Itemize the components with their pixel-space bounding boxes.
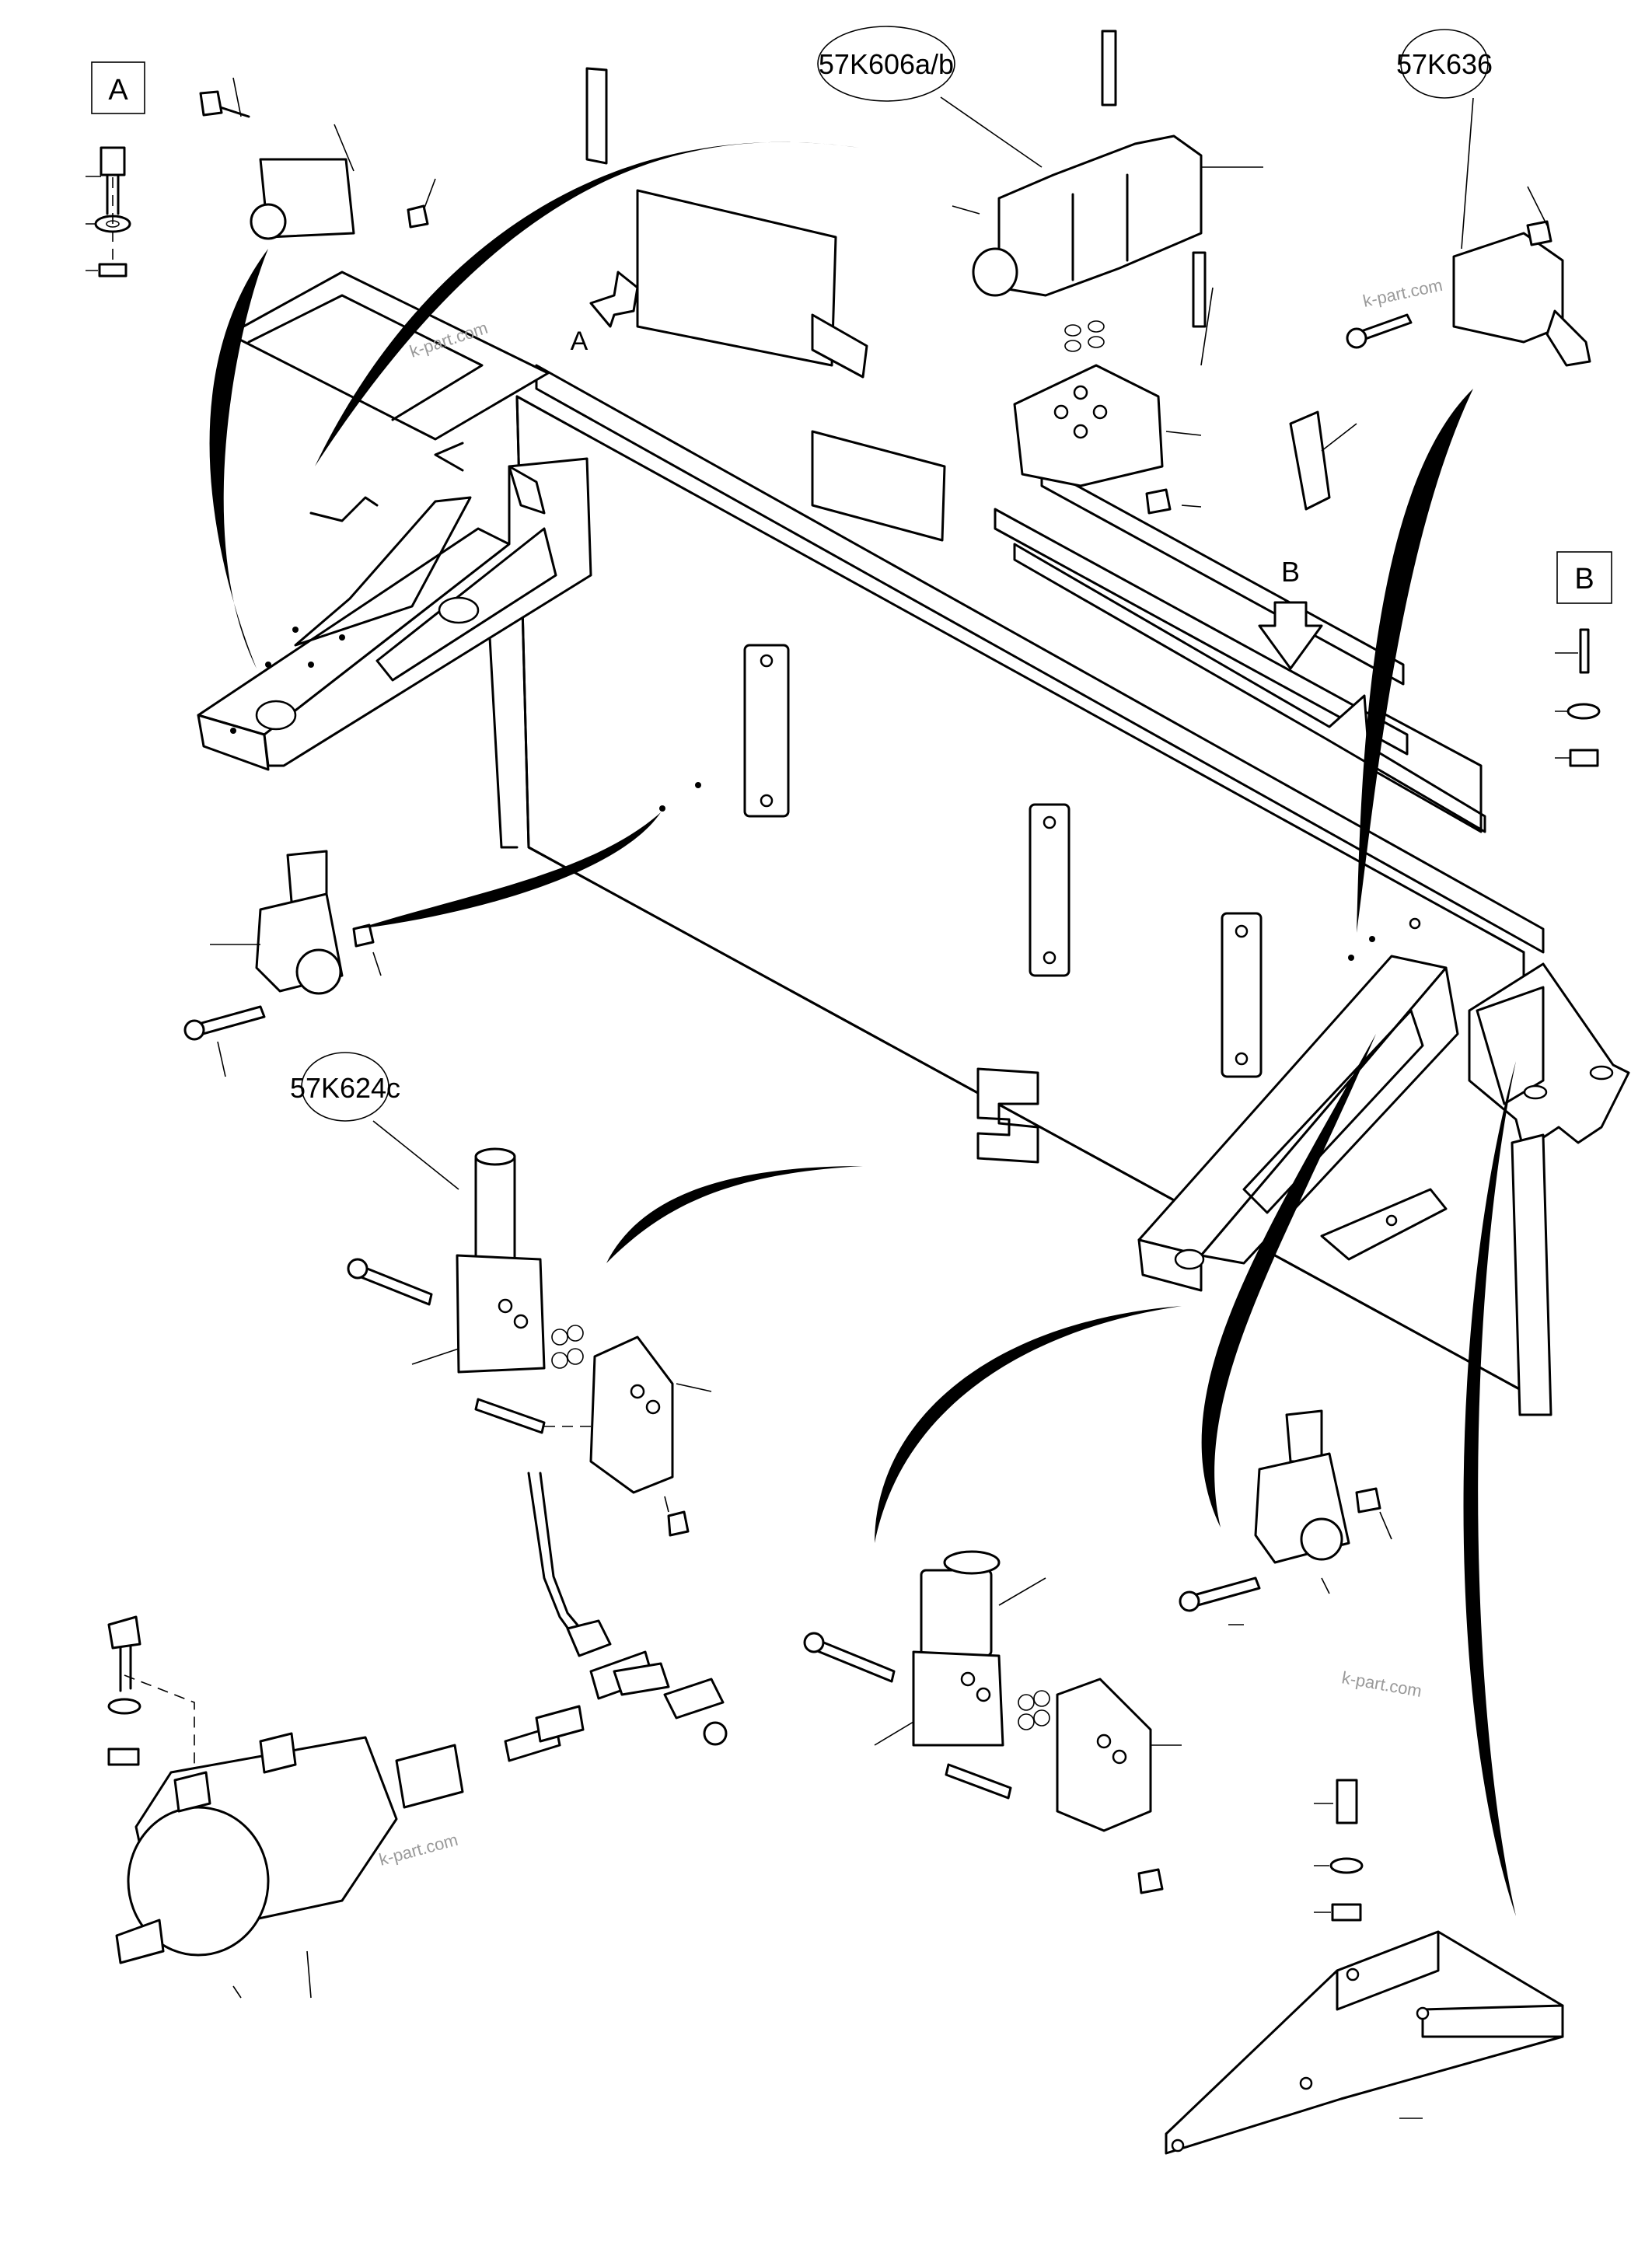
arrow-a-shape (589, 271, 639, 328)
callout-oval-57K606 (817, 26, 955, 102)
locator-arcs (209, 141, 1516, 1916)
right-bracket (1137, 955, 1630, 1416)
view-a-arrow-label: A (571, 326, 589, 356)
accumulator (107, 1615, 464, 1999)
watermark-3: k-part.com (1340, 1667, 1423, 1701)
left-pressure-valve (183, 850, 382, 1077)
view-a-valve (199, 77, 436, 240)
view-a-label: A (108, 74, 128, 106)
view-b-arrow-label: B (1281, 556, 1300, 588)
callout-57K636-label: 57K636 (1396, 48, 1493, 80)
callout-57K606-label: 57K606a/b (819, 48, 954, 80)
valve-57K636: 57K636 (1289, 29, 1591, 511)
valve-57K624c: 57K624c (290, 1052, 712, 1537)
beam-clip (976, 1067, 1039, 1164)
watermark-4: k-part.com (377, 1830, 460, 1870)
top-center-plates: A B (571, 67, 1486, 833)
view-b-label: B (1574, 563, 1594, 595)
view-a-box: A (91, 61, 145, 114)
arrow-b-shape (1258, 601, 1323, 670)
lower-right-valve (803, 1550, 1182, 1894)
beam-plate-1 (743, 644, 790, 818)
view-b-bolt-stack (1555, 628, 1601, 767)
watermark-2: k-part.com (1361, 275, 1444, 311)
callout-57K624c-label: 57K624c (290, 1072, 400, 1104)
beam-plate-3 (1221, 912, 1263, 1078)
screen-filter (1289, 410, 1331, 511)
lower-right-pressure-valve (1179, 1409, 1392, 1625)
beam-plate-2 (1029, 803, 1070, 977)
bottom-right-bracket (1165, 1779, 1564, 2155)
callout-oval-57K624c (301, 1052, 389, 1122)
valve-57K606: 57K606a/b (817, 26, 1263, 515)
view-b-box: B (1556, 551, 1612, 604)
view-a-bolt-stack (86, 146, 131, 278)
hose-assembly (504, 1472, 728, 1762)
callout-oval-57K636 (1400, 29, 1489, 99)
